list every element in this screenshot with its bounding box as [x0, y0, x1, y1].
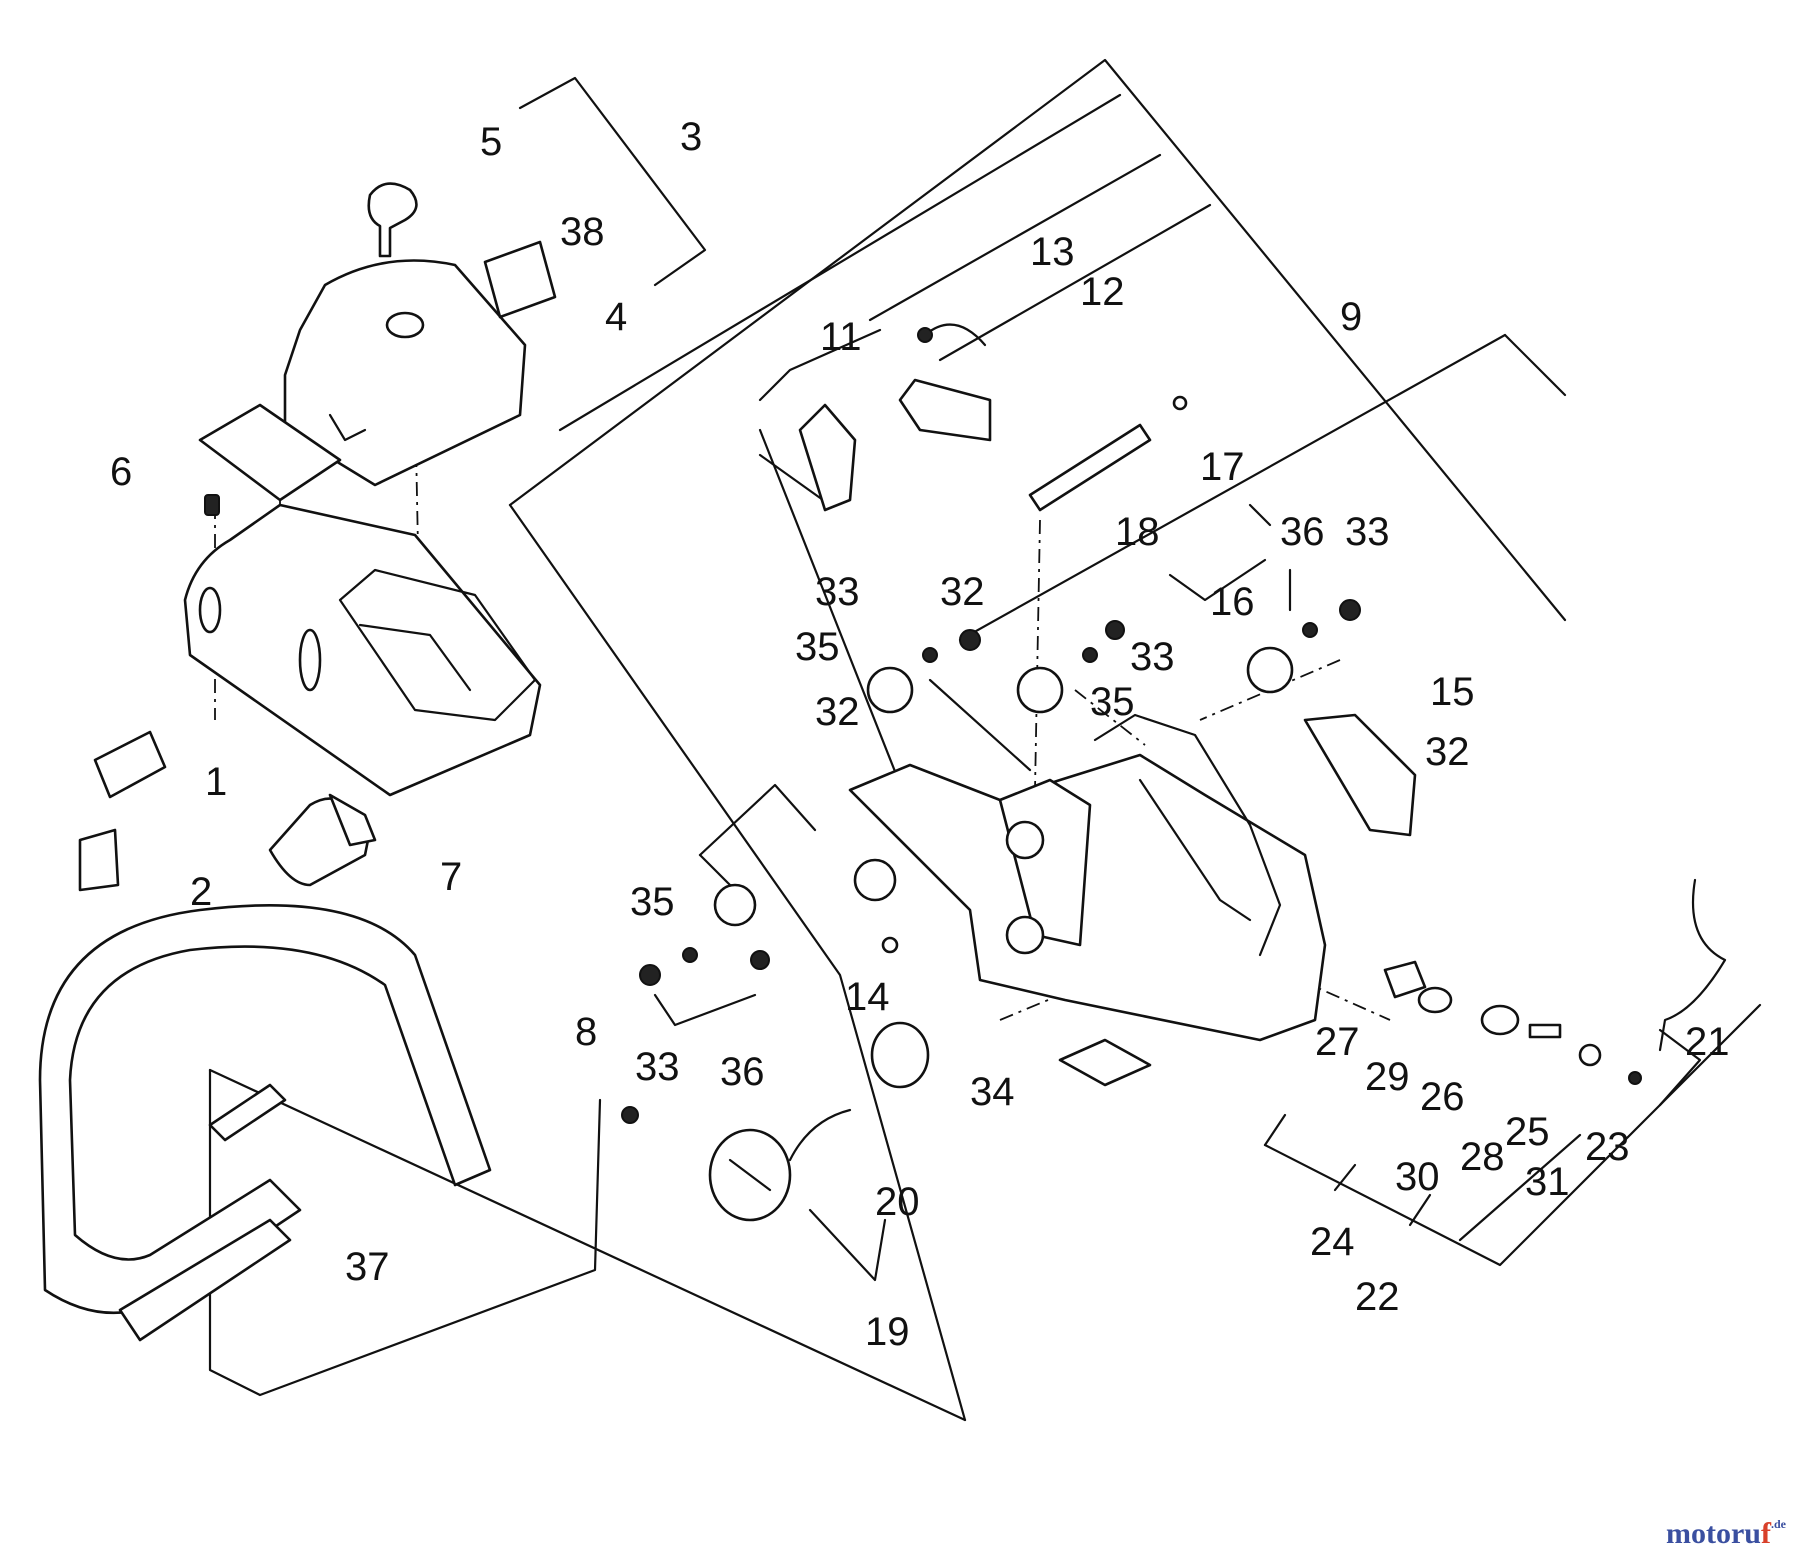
label-16: 16: [1210, 580, 1255, 624]
part-1-cover: [183, 503, 542, 797]
part-33-nut-a: [959, 629, 981, 651]
part-17-pin: [1172, 395, 1188, 411]
part-36-stud-b: [1302, 622, 1318, 638]
part-35-screw-a: [922, 647, 938, 663]
label-38: 38: [560, 210, 605, 254]
label-30: 30: [1395, 1155, 1440, 1199]
label-36-a: 36: [1280, 510, 1325, 554]
part-23: [1628, 1071, 1642, 1085]
label-23: 23: [1585, 1125, 1630, 1169]
label-32-c: 32: [1425, 730, 1470, 774]
part-13-spring: [923, 323, 987, 347]
label-33-a: 33: [815, 570, 860, 614]
label-22: 22: [1355, 1275, 1400, 1319]
label-26: 26: [1420, 1075, 1465, 1119]
part-32-nut-d: [713, 883, 757, 927]
part-36-stud-a: [750, 950, 770, 970]
label-35-a: 35: [795, 625, 840, 669]
part-26: [1480, 1004, 1520, 1036]
part-33-nut-b: [1339, 599, 1361, 621]
part-11-trigger: [798, 403, 857, 512]
label-37: 37: [345, 1245, 390, 1289]
part-33-nut-c: [639, 964, 661, 986]
label-2: 2: [190, 870, 212, 914]
label-35-b: 35: [1090, 680, 1135, 724]
part-38-decal: [483, 240, 557, 319]
part-31: [1578, 1043, 1602, 1067]
label-14: 14: [845, 975, 890, 1019]
label-33-d: 33: [635, 1045, 680, 1089]
label-17: 17: [1200, 445, 1245, 489]
label-32-b: 32: [815, 690, 860, 734]
part-6-screw: [204, 494, 220, 516]
part-labels: 1 2 3 4 5 6 7 8 9 11 12 13 14 15 16 17 1…: [110, 115, 1730, 1354]
part-15-insert: [1303, 713, 1417, 837]
part-32-nut-a: [866, 666, 914, 714]
label-20: 20: [875, 1180, 920, 1224]
parts: [38, 182, 1727, 1342]
part-29: [1417, 986, 1453, 1014]
part-14-bolt: [881, 936, 899, 954]
label-9: 9: [1340, 295, 1362, 339]
label-15: 15: [1430, 670, 1475, 714]
label-3: 3: [680, 115, 702, 159]
part-5-key: [367, 182, 418, 258]
label-5: 5: [480, 120, 502, 164]
label-8: 8: [575, 1010, 597, 1054]
label-21: 21: [1685, 1020, 1730, 1064]
bracket-lines: [208, 58, 1762, 1422]
label-24: 24: [1310, 1220, 1355, 1264]
part-18-rod: [1028, 423, 1152, 512]
watermark-part2: f: [1761, 1517, 1771, 1550]
part-27: [1383, 960, 1427, 999]
label-33-b: 33: [1130, 635, 1175, 679]
label-32-a: 32: [940, 570, 985, 614]
watermark-part1: motoru: [1666, 1517, 1761, 1550]
label-13: 13: [1030, 230, 1075, 274]
part-33-nut-d: [1105, 620, 1125, 640]
part-20-gasket: [870, 1021, 930, 1089]
part-32-nut-c: [1246, 646, 1294, 694]
label-31: 31: [1525, 1160, 1570, 1204]
part-35-screw-c: [682, 947, 698, 963]
label-1: 1: [205, 760, 227, 804]
label-6: 6: [110, 450, 132, 494]
part-35-screw-b: [1082, 647, 1098, 663]
label-34: 34: [970, 1070, 1015, 1114]
part-37-plate: [118, 1218, 292, 1342]
part-4-top-cover: [283, 259, 527, 487]
part-9-housing: [848, 753, 1327, 1042]
part-12-plate: [898, 378, 992, 442]
label-18: 18: [1115, 510, 1160, 554]
label-28: 28: [1460, 1135, 1505, 1179]
part-21-line: [1658, 878, 1727, 1052]
part-32-nut-e: [853, 858, 897, 902]
label-25: 25: [1505, 1110, 1550, 1154]
part-8-screw: [621, 1106, 639, 1124]
label-11: 11: [820, 315, 862, 359]
part-32-nut-b: [1016, 666, 1064, 714]
label-29: 29: [1365, 1055, 1410, 1099]
label-4: 4: [605, 295, 627, 339]
label-35-c: 35: [630, 880, 675, 924]
part-25: [1528, 1023, 1562, 1039]
label-27: 27: [1315, 1020, 1360, 1064]
label-12: 12: [1080, 270, 1125, 314]
watermark-logo: motoruf.de: [1666, 1517, 1786, 1551]
label-36-b: 36: [720, 1050, 765, 1094]
label-7: 7: [440, 855, 462, 899]
label-19: 19: [865, 1310, 910, 1354]
label-33-c: 33: [1345, 510, 1390, 554]
watermark-suffix: .de: [1771, 1517, 1786, 1531]
